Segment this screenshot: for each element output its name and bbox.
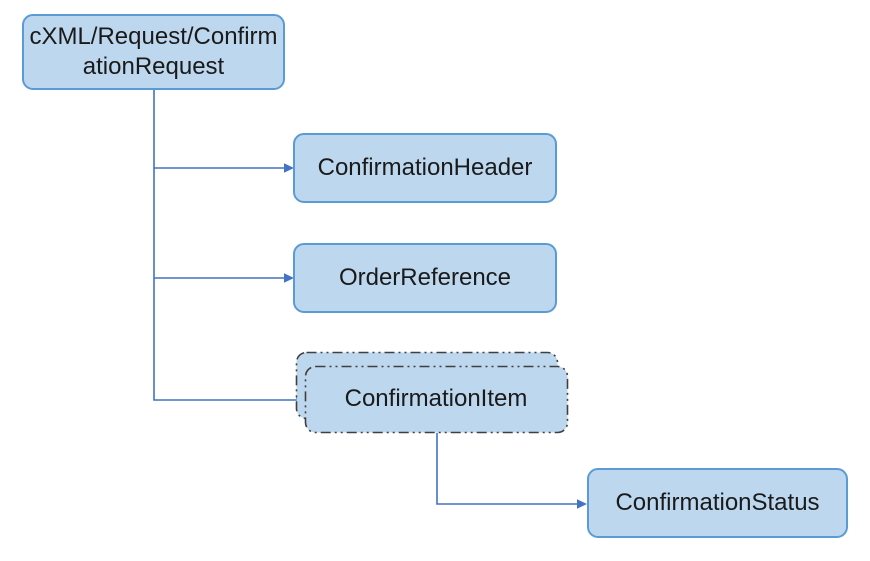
node-confirmation-item-label-box: ConfirmationItem bbox=[305, 366, 567, 432]
node-confirmation-status: ConfirmationStatus bbox=[587, 468, 848, 538]
arrowhead-confirmation-status-icon bbox=[577, 499, 587, 509]
arrowhead-order-reference-icon bbox=[284, 273, 294, 283]
node-order-reference-label: OrderReference bbox=[338, 264, 512, 291]
arrowhead-confirmation-header-icon bbox=[284, 163, 294, 173]
connector-root-trunk bbox=[153, 90, 297, 401]
node-confirmation-item bbox=[304, 365, 569, 434]
node-confirmation-request-label-line1: cXML/Request/Confirm bbox=[29, 23, 278, 50]
node-confirmation-header: ConfirmationHeader bbox=[293, 133, 557, 203]
node-confirmation-request: cXML/Request/Confirm ationRequest bbox=[22, 14, 285, 90]
node-confirmation-header-label: ConfirmationHeader bbox=[317, 154, 533, 181]
node-confirmation-request-label-line2: ationRequest bbox=[82, 53, 225, 80]
node-confirmation-status-label: ConfirmationStatus bbox=[615, 489, 820, 516]
node-confirmation-item-label: ConfirmationItem bbox=[344, 385, 528, 412]
connector-item-to-confirmation-status bbox=[436, 433, 578, 505]
node-order-reference: OrderReference bbox=[293, 243, 557, 313]
